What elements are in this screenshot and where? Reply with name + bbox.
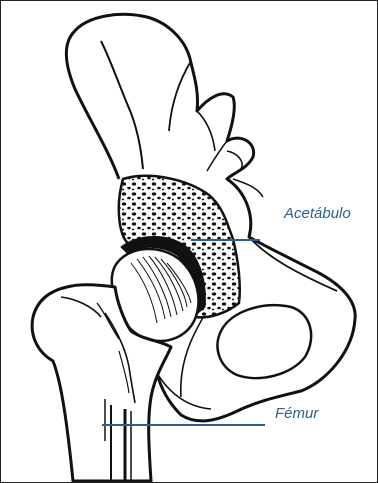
femur-label: Fémur: [275, 405, 318, 422]
acetabulo-label: Acetábulo: [284, 205, 351, 222]
